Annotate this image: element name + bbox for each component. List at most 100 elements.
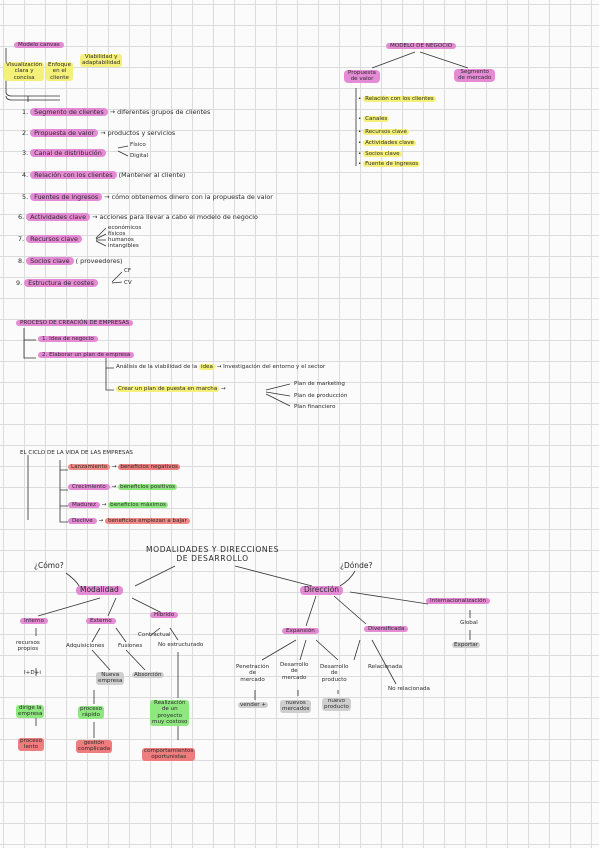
pen-line-2: de <box>249 670 257 677</box>
mn-item-label: Relación con los clientes <box>363 96 436 102</box>
modalidad-box: Modalidad <box>76 585 123 595</box>
sub1-idea: idea <box>198 364 215 370</box>
sub1-text: Análisis de la viabilidad de la <box>116 364 198 370</box>
item-desc: → productos y servicios <box>100 129 176 137</box>
visualizacion-line-1: Visualización <box>6 62 43 68</box>
stage-result: beneficios máximos <box>108 502 168 508</box>
internacional-box: Internacionalización <box>426 598 491 605</box>
real-line-3: proyecto <box>157 712 183 719</box>
canvas-item-5: 5. Fuentes de ingresos → cómo obtenemos … <box>22 193 273 201</box>
nuevos-line-2: mercados <box>282 706 310 713</box>
desarrollo-producto: Desarrollo de producto <box>320 664 348 683</box>
exportar-label: Exportar <box>452 642 481 649</box>
canvas-item-2: 2. Propuesta de valor → productos y serv… <box>22 129 176 137</box>
enfoque-line-1: Enfoque <box>48 62 72 68</box>
dirige-empresa: dirige la empresa <box>16 705 45 718</box>
ciclo-stage-3: Madurez → beneficios máximos <box>68 502 168 508</box>
interno-box: Interno <box>20 618 48 625</box>
adquisiciones-label: Adquisiciones <box>66 643 105 649</box>
no-relacionada-label: No relacionada <box>388 686 430 692</box>
ciclo-stage-1: Lanzamiento → beneficios negativos <box>68 464 180 470</box>
stage-name: Crecimiento <box>68 484 110 490</box>
segmento-mercado-box: Segmento de mercado <box>454 69 496 82</box>
dp-line-3: producto <box>321 676 347 683</box>
nuevos-line-1: nuevos <box>285 700 306 706</box>
plan-produccion: Plan de producción <box>294 393 348 399</box>
mn-item-2: • Canales <box>358 116 390 122</box>
proceso-rapido: proceso rápido <box>78 706 105 719</box>
nuevo-producto: nuevo producto <box>322 698 351 711</box>
item-number: 8. <box>18 257 25 265</box>
mn-item-label: Actividades clave <box>363 140 416 146</box>
dm-line-1: Desarrollo <box>280 662 309 668</box>
title-line-1: MODALIDADES Y DIRECCIONES <box>146 545 280 554</box>
item-desc: → cómo obtenemos dinero con la propuesta… <box>104 193 273 201</box>
visualizacion-note: Visualización clara y concisa <box>4 62 45 82</box>
absorcion-label: Absorción <box>132 672 164 679</box>
recursos-line-1: recursos <box>16 640 40 646</box>
enfoque-line-3: cliente <box>50 74 69 81</box>
mn-item-6: • Fuente de ingresos <box>358 161 421 167</box>
direccion-box: Dirección <box>300 585 344 595</box>
item-number: 2. <box>22 129 29 137</box>
viabilidad-line-2: adaptabilidad <box>82 60 121 67</box>
item-desc: → acciones para llevar a cabo el modelo … <box>92 213 258 221</box>
canvas-item-3: 3. Canal de distribución <box>22 149 106 157</box>
plan-marketing: Plan de marketing <box>294 381 345 387</box>
mn-item-5: • Socios clave <box>358 151 402 157</box>
no-estructurado-label: No estructurado <box>158 642 204 648</box>
item-label: Propuesta de valor <box>30 129 99 137</box>
pen-line-3: mercado <box>240 676 265 683</box>
recursos-sub-3: humanos <box>108 237 134 243</box>
proceso-step-2: 2. Elaborar un plan de empresa <box>38 352 135 359</box>
stage-result: beneficios negativos <box>118 464 180 470</box>
lento-line-2: lento <box>23 744 39 751</box>
rapido-line-2: rápido <box>82 712 100 719</box>
viabilidad-note: Viabilidad y adaptabilidad <box>80 54 123 67</box>
nueva-empresa: Nueva empresa <box>96 672 125 685</box>
externo-box: Externo <box>86 618 116 625</box>
sub2-text: Crear un plan de puesta en marcha <box>116 386 220 392</box>
dm-line-3: mercado <box>281 674 307 681</box>
ciclo-stage-2: Crecimiento → beneficios positivos <box>68 484 178 490</box>
item-number: 7. <box>18 235 25 243</box>
canal-sub-fisico: Físico <box>130 142 146 148</box>
gestion-complicada: gestión complicada <box>76 740 113 753</box>
costes-sub-cv: CV <box>124 280 132 286</box>
canvas-item-4: 4. Relación con los clientes (Mantener a… <box>22 171 185 179</box>
fusiones-label: Fusiones <box>118 643 143 649</box>
stage-name: Declive <box>68 518 97 524</box>
proceso-title: PROCESO DE CREACIÓN DE EMPRESAS <box>16 320 134 327</box>
nueva-line-2: empresa <box>98 678 123 685</box>
recursos-sub-4: intangibles <box>108 243 139 249</box>
real-line-1: Realización <box>153 700 186 706</box>
proceso-step-1: 1. Idea de negocio <box>38 336 98 343</box>
vender-mas: vender + <box>238 702 269 709</box>
contractual-label: Contractual <box>138 632 171 638</box>
propuesta-valor-box: Propuesta de valor <box>344 70 380 83</box>
modelo-negocio-title: MODELO DE NEGOCIO <box>386 43 457 50</box>
mn-item-label: Socios clave <box>363 151 402 157</box>
idi-label: I+D+i <box>24 670 41 676</box>
q-donde: ¿Dónde? <box>340 561 373 570</box>
dp-line-1: Desarrollo <box>320 664 349 670</box>
canvas-item-6: 6. Actividades clave → acciones para lle… <box>18 213 258 221</box>
stage-name: Madurez <box>68 502 100 508</box>
item-number: 1. <box>22 108 29 116</box>
visualizacion-line-3: concisa <box>13 74 35 81</box>
item-label: Estructura de costes <box>24 279 98 287</box>
enfoque-line-2: en el <box>52 68 67 75</box>
hibrido-box: Híbrido <box>150 612 179 619</box>
mn-item-3: • Recursos clave <box>358 129 409 135</box>
segmento-line-1: Segmento <box>460 69 489 75</box>
item-number: 6. <box>18 213 25 221</box>
stage-result: beneficios empiezan a bajar <box>104 518 190 524</box>
sub1-rest: → Investigación del entorno y el sector <box>216 364 326 370</box>
pen-line-1: Penetración <box>236 664 270 670</box>
item-number: 3. <box>22 149 29 157</box>
dm-line-2: de <box>290 668 298 675</box>
penetracion-mercado: Penetración de mercado <box>236 664 269 683</box>
nuevos-mercados: nuevos mercados <box>280 700 312 713</box>
item-label: Segmento de clientes <box>30 108 108 116</box>
gestion-line-1: gestión <box>83 740 105 746</box>
